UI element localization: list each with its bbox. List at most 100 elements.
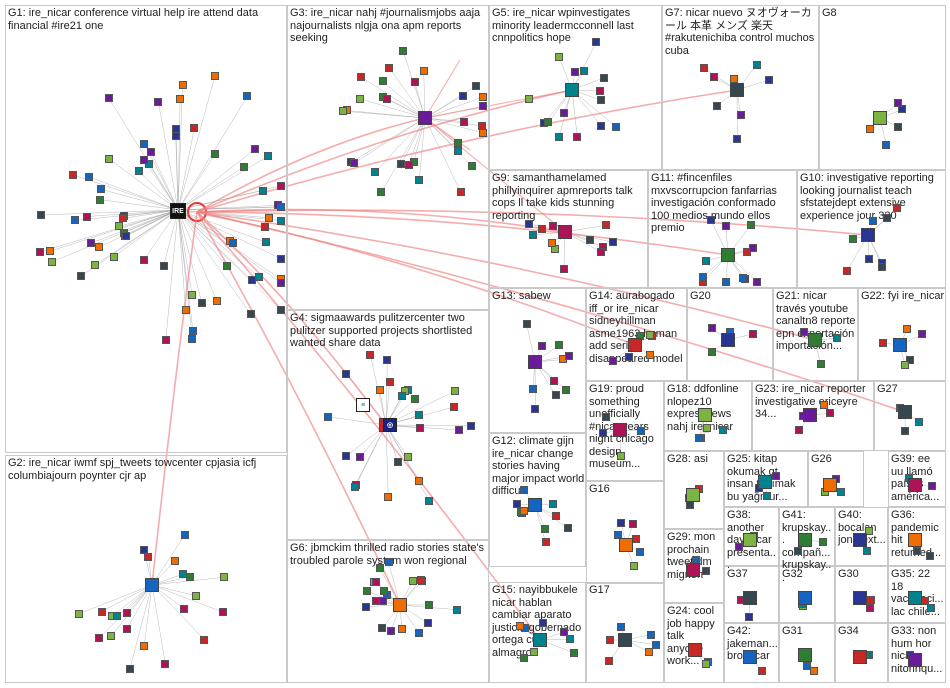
vertex-node[interactable] bbox=[459, 117, 468, 126]
vertex-node[interactable] bbox=[113, 612, 122, 621]
vertex-node[interactable] bbox=[700, 64, 709, 73]
vertex-node[interactable] bbox=[179, 604, 188, 613]
vertex-node[interactable] bbox=[893, 204, 902, 213]
vertex-node[interactable] bbox=[383, 356, 392, 365]
hub-vertex-g34[interactable] bbox=[853, 650, 867, 664]
vertex-node[interactable] bbox=[560, 627, 569, 636]
vertex-node[interactable] bbox=[161, 336, 170, 345]
vertex-node[interactable] bbox=[36, 247, 45, 256]
vertex-node[interactable] bbox=[85, 172, 94, 181]
vertex-node[interactable] bbox=[382, 95, 391, 104]
hub-vertex-g35[interactable] bbox=[908, 591, 922, 605]
vertex-node[interactable] bbox=[849, 235, 858, 244]
vertex-node[interactable] bbox=[548, 221, 557, 230]
vertex-node[interactable] bbox=[596, 95, 605, 104]
vertex-node[interactable] bbox=[71, 216, 80, 225]
vertex-node[interactable] bbox=[74, 609, 83, 618]
vertex-node[interactable] bbox=[144, 552, 153, 561]
vertex-node[interactable] bbox=[385, 377, 394, 386]
vertex-node[interactable] bbox=[706, 216, 715, 225]
hub-vertex-g12[interactable] bbox=[528, 498, 542, 512]
vertex-node[interactable] bbox=[894, 99, 903, 108]
vertex-node[interactable] bbox=[530, 648, 539, 657]
vertex-node[interactable] bbox=[702, 567, 711, 576]
vertex-node[interactable] bbox=[375, 385, 384, 394]
hub-vertex-g18[interactable] bbox=[698, 408, 712, 422]
ire-logo-icon[interactable]: IRE bbox=[170, 203, 186, 219]
vertex-node[interactable] bbox=[867, 596, 876, 605]
vertex-node[interactable] bbox=[708, 323, 717, 332]
vertex-node[interactable] bbox=[454, 425, 463, 434]
vertex-node[interactable] bbox=[901, 360, 910, 369]
vertex-node[interactable] bbox=[901, 427, 910, 436]
vertex-node[interactable] bbox=[246, 310, 255, 319]
hub-vertex-g29[interactable] bbox=[686, 563, 700, 577]
vertex-node[interactable] bbox=[393, 458, 402, 467]
vertex-node[interactable] bbox=[384, 493, 393, 502]
hub-vertex-g32[interactable] bbox=[798, 591, 812, 605]
vertex-node[interactable] bbox=[879, 339, 888, 348]
vertex-node[interactable] bbox=[685, 501, 694, 510]
vertex-node[interactable] bbox=[362, 602, 371, 611]
vertex-node[interactable] bbox=[375, 564, 384, 573]
vertex-node[interactable] bbox=[927, 482, 936, 491]
vertex-node[interactable] bbox=[425, 496, 434, 505]
vertex-node[interactable] bbox=[544, 118, 553, 127]
vertex-node[interactable] bbox=[810, 666, 819, 675]
hub-vertex-g20[interactable] bbox=[721, 333, 735, 347]
vertex-node[interactable] bbox=[147, 148, 156, 157]
vertex-node[interactable] bbox=[920, 596, 929, 605]
hub-vertex-g19[interactable] bbox=[613, 423, 627, 437]
vertex-node[interactable] bbox=[865, 603, 874, 612]
vertex-node[interactable] bbox=[599, 74, 608, 83]
vertex-node[interactable] bbox=[190, 124, 199, 133]
vertex-node[interactable] bbox=[602, 221, 611, 230]
vertex-node[interactable] bbox=[419, 67, 428, 76]
hub-vertex-g2[interactable] bbox=[145, 578, 159, 592]
vertex-node[interactable] bbox=[609, 356, 618, 365]
vertex-node[interactable] bbox=[636, 547, 645, 556]
vertex-node[interactable] bbox=[730, 75, 739, 84]
vertex-node[interactable] bbox=[539, 619, 548, 628]
vertex-node[interactable] bbox=[154, 97, 163, 106]
vertex-node[interactable] bbox=[453, 605, 462, 614]
vertex-node[interactable] bbox=[519, 485, 528, 494]
vertex-node[interactable] bbox=[258, 186, 267, 195]
vertex-node[interactable] bbox=[114, 222, 123, 231]
vertex-node[interactable] bbox=[748, 244, 757, 253]
vertex-node[interactable] bbox=[161, 659, 170, 668]
vertex-node[interactable] bbox=[397, 625, 406, 634]
vertex-node[interactable] bbox=[883, 214, 892, 223]
vertex-node[interactable] bbox=[616, 518, 625, 527]
sigma-awards-icon[interactable]: ≡ bbox=[356, 398, 370, 412]
vertex-node[interactable] bbox=[449, 403, 458, 412]
vertex-node[interactable] bbox=[800, 328, 809, 337]
vertex-node[interactable] bbox=[456, 188, 465, 197]
vertex-node[interactable] bbox=[735, 542, 744, 551]
hub-vertex-g3[interactable] bbox=[418, 111, 432, 125]
vertex-node[interactable] bbox=[37, 211, 46, 220]
vertex-node[interactable] bbox=[515, 622, 524, 631]
vertex-node[interactable] bbox=[836, 487, 845, 496]
vertex-node[interactable] bbox=[107, 631, 116, 640]
vertex-node[interactable] bbox=[104, 154, 113, 163]
vertex-node[interactable] bbox=[632, 534, 641, 543]
vertex-node[interactable] bbox=[746, 220, 755, 229]
vertex-node[interactable] bbox=[795, 426, 804, 435]
vertex-node[interactable] bbox=[212, 296, 221, 305]
vertex-node[interactable] bbox=[903, 325, 912, 334]
vertex-node[interactable] bbox=[122, 625, 131, 634]
vertex-node[interactable] bbox=[47, 257, 56, 266]
vertex-node[interactable] bbox=[404, 453, 413, 462]
vertex-node[interactable] bbox=[914, 417, 923, 426]
hub-vertex-g33[interactable] bbox=[908, 653, 922, 667]
vertex-node[interactable] bbox=[825, 409, 834, 418]
vertex-node[interactable] bbox=[397, 392, 406, 401]
vertex-node[interactable] bbox=[186, 572, 195, 581]
vertex-node[interactable] bbox=[371, 597, 380, 606]
hub-vertex-g22[interactable] bbox=[893, 338, 907, 352]
vertex-node[interactable] bbox=[566, 635, 575, 644]
hub-vertex-g37[interactable] bbox=[743, 591, 757, 605]
vertex-node[interactable] bbox=[512, 500, 521, 509]
vertex-node[interactable] bbox=[415, 477, 424, 486]
